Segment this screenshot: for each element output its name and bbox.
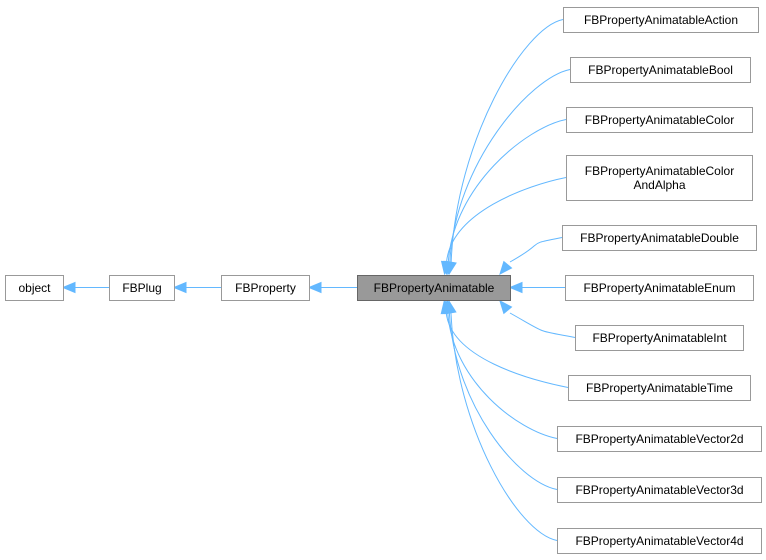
node-box[interactable] (566, 107, 753, 133)
edge-fbproperty-animatable-enum-to-fbproperty-animatable (508, 281, 565, 294)
edge-line (449, 69, 571, 263)
arrowhead-icon (61, 281, 76, 294)
edge-fbproperty-to-fbplug (172, 281, 221, 294)
node-fbproperty-animatable-double[interactable]: FBPropertyAnimatableDouble (562, 225, 757, 251)
node-box[interactable] (562, 225, 757, 251)
node-box[interactable] (357, 275, 511, 301)
node-fbproperty-animatable-vector4d[interactable]: FBPropertyAnimatableVector4d (557, 528, 762, 554)
node-box[interactable] (565, 275, 754, 301)
arrowhead-icon (172, 281, 187, 294)
node-label: FBPropertyAnimatableColor (585, 164, 734, 178)
edge-fbproperty-animatable-double-to-fbproperty-animatable (499, 237, 563, 275)
node-box[interactable] (570, 57, 751, 83)
node-fbproperty-animatable-time[interactable]: FBPropertyAnimatableTime (568, 375, 751, 401)
node-box[interactable] (5, 275, 64, 301)
node-box[interactable] (557, 426, 762, 452)
arrowhead-icon (440, 260, 453, 276)
node-fbproperty-animatable-bool[interactable]: FBPropertyAnimatableBool (570, 57, 751, 83)
node-box[interactable] (575, 325, 744, 351)
edge-fbproperty-animatable-color-and-alpha-to-fbproperty-animatable (440, 177, 567, 276)
node-box[interactable] (221, 275, 310, 301)
arrowhead-icon (508, 281, 523, 294)
node-box[interactable] (109, 275, 175, 301)
node-fbplug[interactable]: FBPlug (109, 275, 175, 301)
node-label: FBPropertyAnimatableTime (586, 381, 733, 395)
node-box[interactable] (566, 155, 753, 201)
edge-line (446, 177, 567, 263)
edge-fbproperty-animatable-action-to-fbproperty-animatable (445, 19, 564, 276)
node-label: FBPropertyAnimatableInt (592, 331, 727, 345)
edge-line (447, 119, 567, 263)
edge-fbplug-to-object (61, 281, 109, 294)
node-label: FBPropertyAnimatable (374, 281, 495, 295)
edge-line (445, 312, 569, 388)
arrowhead-icon (499, 260, 513, 275)
node-label: FBPropertyAnimatableAction (584, 13, 738, 27)
edge-fbproperty-animatable-color-to-fbproperty-animatable (442, 119, 567, 276)
node-label: FBPropertyAnimatableVector4d (575, 534, 743, 548)
node-fbproperty-animatable-vector3d[interactable]: FBPropertyAnimatableVector3d (557, 477, 762, 503)
node-label: FBPlug (122, 281, 161, 295)
edge-fbproperty-animatable-to-fbproperty (307, 281, 357, 294)
edge-line (447, 312, 558, 439)
node-fbproperty[interactable]: FBProperty (221, 275, 310, 301)
node-label: AndAlpha (633, 178, 685, 192)
edge-fbproperty-animatable-int-to-fbproperty-animatable (499, 300, 576, 338)
edge-fbproperty-animatable-bool-to-fbproperty-animatable (444, 69, 571, 276)
node-object[interactable]: object (5, 275, 64, 301)
edge-line (509, 237, 563, 263)
edge-fbproperty-animatable-time-to-fbproperty-animatable (440, 299, 569, 388)
edge-line (509, 312, 576, 338)
node-label: FBPropertyAnimatableColor (585, 113, 734, 127)
edge-fbproperty-animatable-vector4d-to-fbproperty-animatable (445, 299, 558, 541)
arrowhead-icon (445, 299, 457, 315)
arrowhead-icon (307, 281, 322, 294)
edge-line (450, 19, 564, 263)
node-box[interactable] (563, 7, 759, 33)
edges-layer (61, 19, 576, 541)
node-fbproperty-animatable[interactable]: FBPropertyAnimatable (357, 275, 511, 301)
node-fbproperty-animatable-enum[interactable]: FBPropertyAnimatableEnum (565, 275, 754, 301)
node-fbproperty-animatable-color[interactable]: FBPropertyAnimatableColor (566, 107, 753, 133)
node-label: object (18, 281, 51, 295)
arrowhead-icon (499, 300, 513, 315)
node-fbproperty-animatable-int[interactable]: FBPropertyAnimatableInt (575, 325, 744, 351)
node-box[interactable] (557, 528, 762, 554)
node-fbproperty-animatable-vector2d[interactable]: FBPropertyAnimatableVector2d (557, 426, 762, 452)
node-label: FBPropertyAnimatableEnum (583, 281, 735, 295)
node-label: FBPropertyAnimatableVector3d (575, 483, 743, 497)
node-label: FBPropertyAnimatableVector2d (575, 432, 743, 446)
node-box[interactable] (568, 375, 751, 401)
node-label: FBProperty (235, 281, 296, 295)
edge-line (450, 312, 558, 541)
node-box[interactable] (557, 477, 762, 503)
node-fbproperty-animatable-action[interactable]: FBPropertyAnimatableAction (563, 7, 759, 33)
node-label: FBPropertyAnimatableBool (588, 63, 733, 77)
node-label: FBPropertyAnimatableDouble (580, 231, 739, 245)
